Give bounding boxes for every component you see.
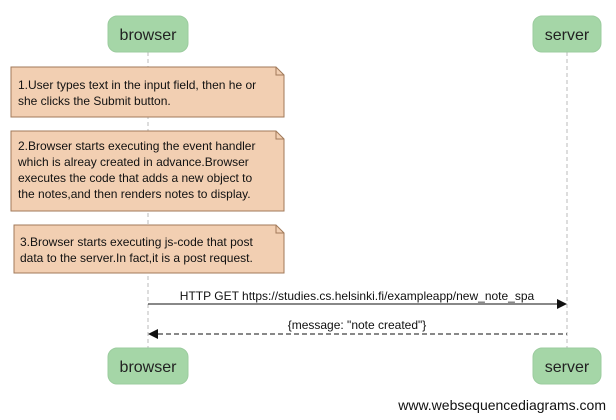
note-3-line-1: 3.Browser starts executing js-code that … (20, 235, 253, 249)
participant-server-top: server (532, 15, 602, 53)
message-request-arrowhead (557, 299, 567, 309)
note-1: 1.User types text in the input field, th… (10, 66, 285, 118)
note-1-line-1: 1.User types text in the input field, th… (18, 78, 256, 92)
message-response-label: {message: "note created"} (288, 318, 427, 332)
note-3-line-2: data to the server.In fact,it is a post … (20, 251, 253, 265)
note-2-line-4: the notes,and then renders notes to disp… (18, 187, 251, 201)
note-2-line-1: 2.Browser starts executing the event han… (18, 139, 255, 153)
message-response: {message: "note created"} (148, 318, 567, 339)
participant-server-bottom-label: server (545, 359, 590, 376)
watermark-text: www.websequencediagrams.com (397, 397, 606, 413)
note-2-line-3: executes the code that adds a new object… (18, 171, 252, 185)
participant-server-bottom: server (532, 347, 602, 385)
note-1-line-2: she clicks the Submit button. (18, 94, 171, 108)
note-2-line-2: which is alreay created in advance.Brows… (17, 155, 249, 169)
message-response-arrowhead (148, 329, 158, 339)
note-3: 3.Browser starts executing js-code that … (13, 224, 285, 274)
participant-server-top-label: server (545, 27, 590, 44)
participant-browser-bottom-label: browser (120, 359, 178, 376)
note-2: 2.Browser starts executing the event han… (10, 130, 285, 212)
message-request: HTTP GET https://studies.cs.helsinki.fi/… (148, 289, 567, 309)
message-request-label: HTTP GET https://studies.cs.helsinki.fi/… (180, 289, 535, 303)
participant-browser-bottom: browser (107, 347, 189, 385)
participant-browser-top: browser (107, 15, 189, 53)
participant-browser-top-label: browser (120, 27, 178, 44)
